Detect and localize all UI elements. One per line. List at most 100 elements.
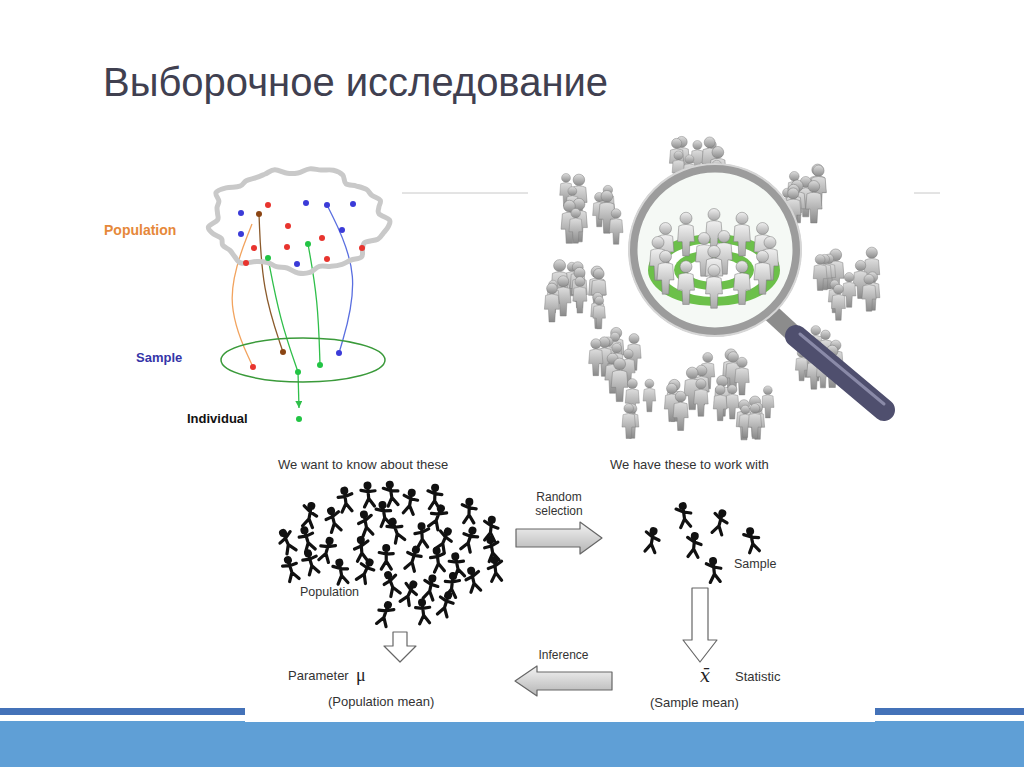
person-figure xyxy=(657,251,674,295)
stick-body xyxy=(643,532,660,553)
stick-figure xyxy=(375,599,396,627)
person-body xyxy=(706,277,723,309)
person-head xyxy=(834,284,844,294)
person-head xyxy=(736,212,748,224)
data-dot xyxy=(359,245,365,251)
person-body xyxy=(593,305,606,328)
person-body xyxy=(678,224,695,256)
data-dot xyxy=(324,202,330,208)
stick-body xyxy=(277,532,298,555)
person-figure xyxy=(678,212,695,256)
person-figure xyxy=(762,386,774,418)
person-figure xyxy=(591,292,605,328)
data-dot xyxy=(251,245,257,251)
person-figure xyxy=(831,284,845,320)
stick-figure xyxy=(463,565,482,592)
sampling-line xyxy=(268,258,298,372)
person-body xyxy=(831,294,845,320)
stick-figure xyxy=(317,535,337,563)
stick-body xyxy=(676,507,693,528)
sample-ellipse: Sample xyxy=(130,330,390,386)
person-figure xyxy=(694,379,708,416)
person-head xyxy=(844,273,854,283)
person-head xyxy=(764,237,776,249)
node-shape xyxy=(272,456,504,630)
person-figure xyxy=(589,339,603,376)
sample-group: We have these to work withSample xyxy=(604,456,816,586)
person-head xyxy=(660,251,672,263)
person-head xyxy=(763,386,772,395)
stick-body xyxy=(686,537,702,557)
person-head xyxy=(728,385,737,394)
stick-body xyxy=(433,531,453,554)
person-head xyxy=(554,260,566,272)
person-figure xyxy=(593,296,606,329)
person-head xyxy=(808,181,820,193)
stick-body xyxy=(387,521,407,543)
stick-figure xyxy=(462,498,477,523)
person-head xyxy=(601,191,613,203)
person-head xyxy=(708,209,720,221)
stick-figure xyxy=(337,486,354,513)
stick-figure xyxy=(355,556,378,585)
stick-figure xyxy=(380,569,402,597)
stick-body xyxy=(465,571,483,592)
slide-title: Выборочное исследование xyxy=(103,62,608,102)
person-head xyxy=(562,173,571,182)
stick-body xyxy=(430,554,446,573)
person-head xyxy=(698,233,710,245)
stick-body xyxy=(744,532,762,553)
crowd xyxy=(544,136,879,439)
node-text: (Population mean) xyxy=(328,695,434,710)
stick-figure xyxy=(403,544,424,572)
stick-figure xyxy=(301,501,319,528)
person-head xyxy=(712,146,724,158)
person-body xyxy=(748,413,762,438)
stick-body xyxy=(421,580,438,600)
person-figure xyxy=(748,404,762,439)
person-body xyxy=(573,287,587,313)
stick-figure xyxy=(433,525,456,553)
data-dot xyxy=(284,244,290,250)
data-dot xyxy=(319,235,325,241)
person-head xyxy=(686,367,698,379)
node-text: Sample xyxy=(136,351,182,366)
person-head xyxy=(629,334,639,344)
data-dot xyxy=(305,241,311,247)
person-head xyxy=(685,155,694,164)
stick-body xyxy=(459,532,478,553)
individual-point: Individual xyxy=(184,408,306,432)
person-figure xyxy=(609,209,623,245)
person-figure xyxy=(643,379,656,412)
stick-body xyxy=(383,575,403,597)
stick-body xyxy=(488,561,504,581)
lens-rim-highlight xyxy=(629,164,801,336)
stick-body xyxy=(355,563,375,584)
stick-figure xyxy=(398,578,421,607)
stick-figure xyxy=(356,509,375,536)
person-head xyxy=(667,383,677,393)
person-body xyxy=(813,265,827,291)
sample-outline xyxy=(221,338,385,382)
image-panel xyxy=(245,448,875,722)
stick-figure xyxy=(742,526,761,553)
person-figure xyxy=(591,269,606,308)
person-head xyxy=(811,326,821,336)
stick-figure xyxy=(297,525,318,553)
person-head xyxy=(680,212,692,224)
person-figure xyxy=(569,208,582,243)
person-head xyxy=(715,385,725,395)
stick-figure xyxy=(415,598,432,625)
person-head xyxy=(593,269,604,280)
data-dot xyxy=(317,362,323,368)
node-text: We want to know about these xyxy=(278,458,448,473)
stick-figure xyxy=(427,483,442,508)
stick-figure xyxy=(360,481,376,507)
person-figure xyxy=(726,385,739,419)
person-figure xyxy=(864,247,880,288)
person-figure xyxy=(862,274,876,311)
person-body xyxy=(622,413,635,438)
